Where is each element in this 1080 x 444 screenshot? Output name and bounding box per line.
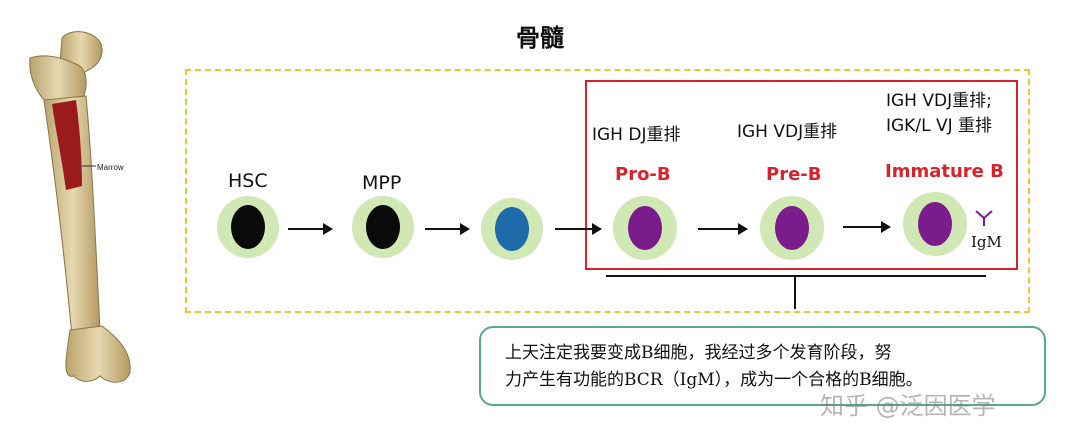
rearrangement-immature-b-line1: IGH VDJ重排; bbox=[886, 91, 992, 111]
cell-mpp bbox=[352, 196, 414, 258]
bracket-horizontal bbox=[606, 275, 986, 277]
stage-label-mpp: MPP bbox=[362, 172, 402, 194]
nucleus-hsc bbox=[231, 205, 265, 249]
rearrangement-pro-b: IGH DJ重排 bbox=[592, 125, 681, 145]
nucleus-pre-b bbox=[775, 206, 809, 250]
b-cell-stages-box bbox=[585, 80, 1018, 270]
callout-line-1: 上天注定我要变成B细胞，我经过多个发育阶段，努 bbox=[505, 343, 892, 363]
igm-receptor-icon bbox=[975, 210, 993, 226]
cell-immature-b bbox=[903, 192, 967, 256]
callout-box: 上天注定我要变成B细胞，我经过多个发育阶段，努 力产生有功能的BCR（IgM），… bbox=[479, 326, 1046, 406]
stage-label-pro-b: Pro-B bbox=[615, 164, 671, 185]
rearrangement-immature-b-line2: IGK/L VJ 重排 bbox=[886, 116, 992, 136]
femur-illustration: Marrow bbox=[29, 31, 131, 383]
bone-marrow-region-box bbox=[185, 69, 1030, 313]
arrow-hsc-to-mpp bbox=[288, 223, 333, 235]
nucleus-immature-b bbox=[918, 202, 952, 246]
callout-line-2: 力产生有功能的BCR（IgM），成为一个合格的B细胞。 bbox=[505, 370, 923, 390]
stage-label-pre-b: Pre-B bbox=[766, 164, 822, 185]
stage-label-hsc: HSC bbox=[228, 170, 268, 192]
diagram-title: 骨髓 bbox=[516, 24, 564, 52]
nucleus-progenitor bbox=[495, 207, 529, 251]
nucleus-mpp bbox=[366, 205, 400, 249]
arrow-pre-b-to-immature-b bbox=[843, 221, 891, 233]
stage-label-immature-b: Immature B bbox=[885, 161, 1004, 182]
marrow-region bbox=[52, 100, 82, 190]
watermark: 知乎 @泛因医学 bbox=[820, 392, 996, 420]
arrow-pro-b-to-pre-b bbox=[698, 223, 748, 235]
rearrangement-pre-b: IGH VDJ重排 bbox=[737, 122, 838, 142]
cell-hsc bbox=[217, 196, 279, 258]
cell-pro-b bbox=[613, 196, 677, 260]
igm-label: IgM bbox=[971, 233, 1002, 251]
arrow-mpp-to-progenitor bbox=[425, 223, 470, 235]
bracket-vertical bbox=[794, 276, 796, 309]
arrow-progenitor-to-pro-b bbox=[555, 223, 602, 235]
cell-progenitor bbox=[481, 198, 543, 260]
marrow-label: Marrow bbox=[97, 163, 124, 172]
nucleus-pro-b bbox=[628, 206, 662, 250]
cell-pre-b bbox=[760, 196, 824, 260]
